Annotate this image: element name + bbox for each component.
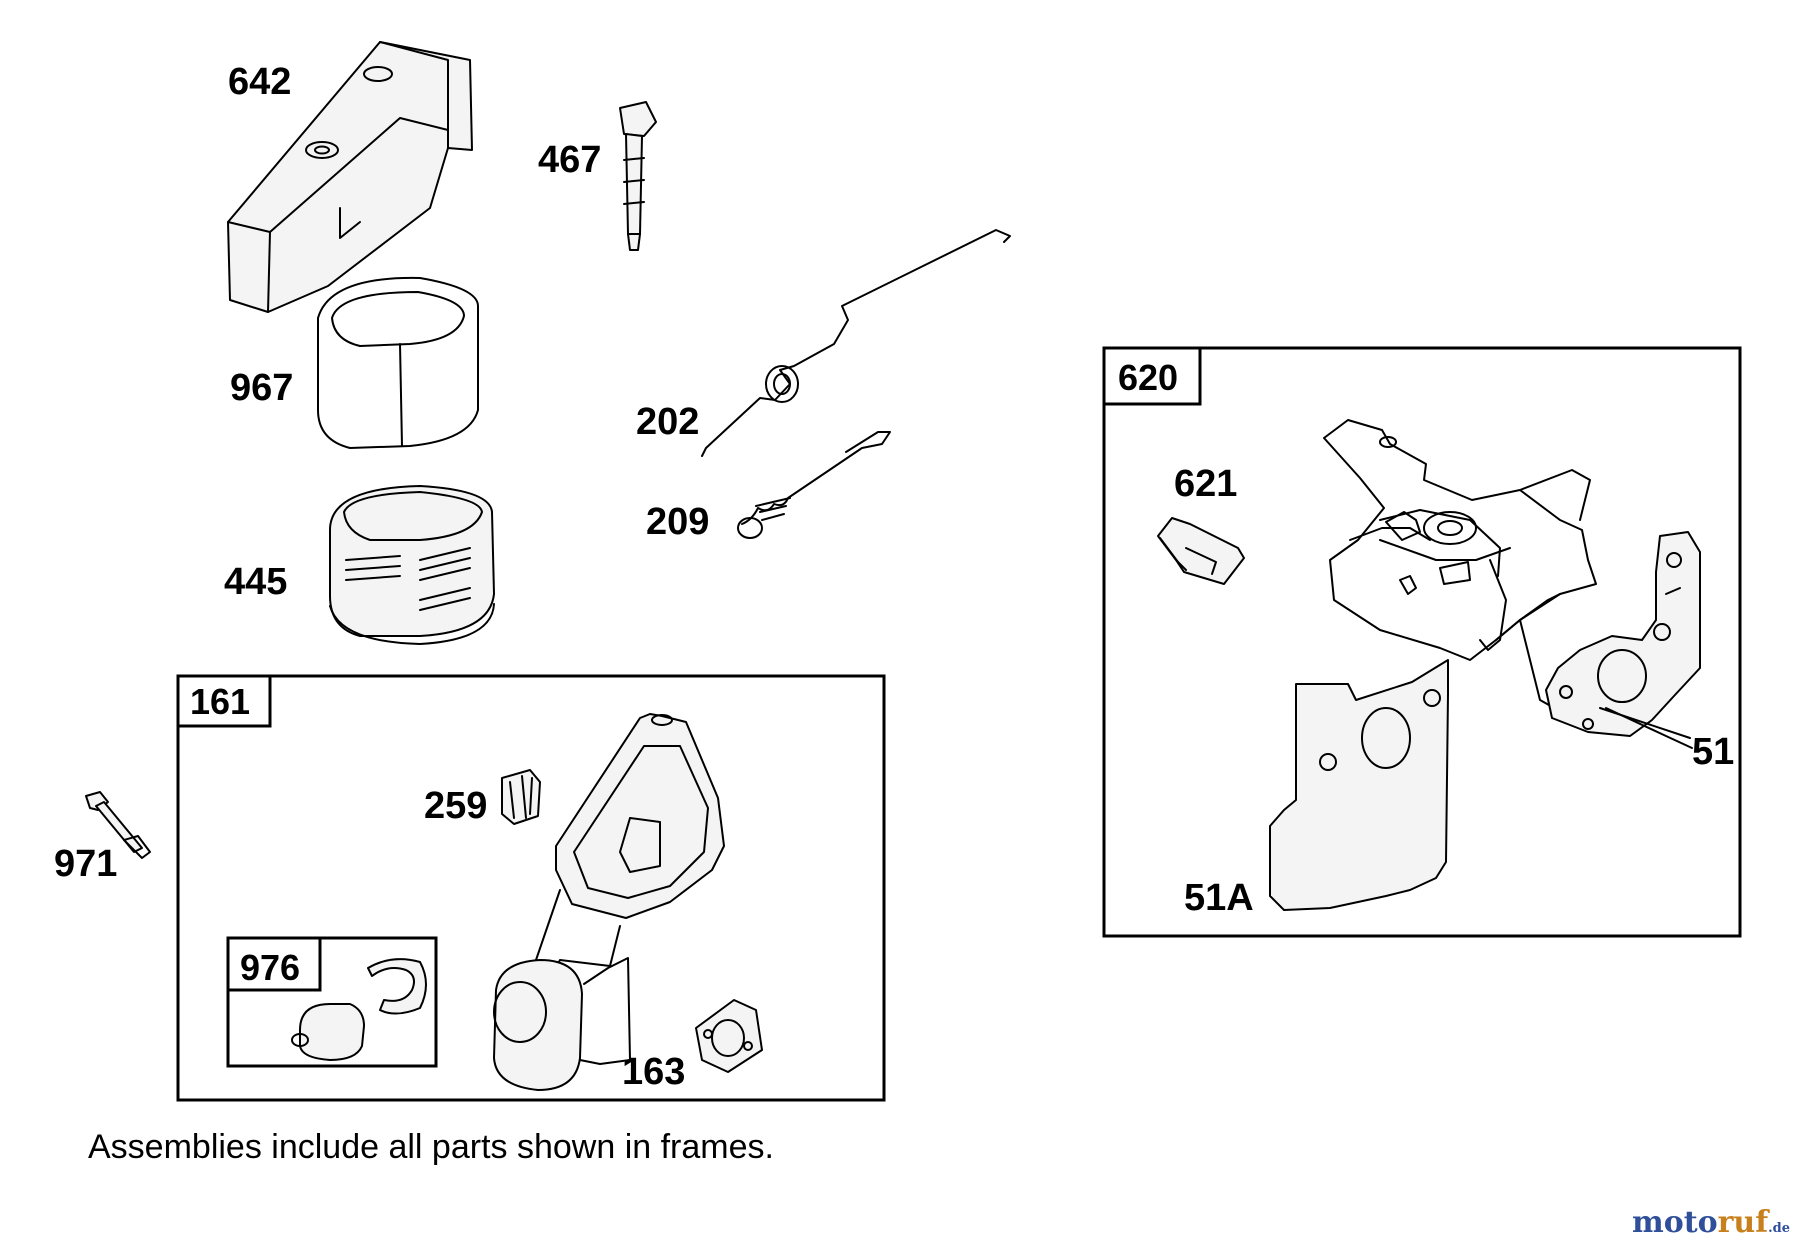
watermark-logo: motoruf.de	[1632, 1205, 1790, 1240]
label-967: 967	[230, 367, 293, 409]
assemblies-note: Assemblies include all parts shown in fr…	[88, 1128, 774, 1166]
label-642: 642	[228, 61, 291, 103]
control-bracket-620	[1323, 419, 1701, 749]
governor-link-202	[701, 229, 1011, 457]
label-163: 163	[622, 1051, 685, 1093]
frame-tag-620	[1102, 346, 1202, 406]
label-209: 209	[646, 501, 709, 543]
leader-line-51	[1599, 707, 1691, 739]
clip-621	[1157, 517, 1245, 585]
watermark-suffix: .de	[1768, 1221, 1790, 1236]
label-259: 259	[424, 785, 487, 827]
air-cleaner-base-161	[493, 713, 725, 1091]
label-467: 467	[538, 139, 601, 181]
watermark-part1: moto	[1631, 1205, 1718, 1240]
assembly-frame-976	[226, 936, 438, 1068]
governor-spring-209	[737, 431, 891, 539]
label-51a: 51A	[1184, 877, 1254, 919]
label-621: 621	[1174, 463, 1237, 505]
pre-cleaner-967	[317, 276, 479, 449]
fastener-467	[619, 101, 657, 251]
air-filter-445	[329, 485, 495, 645]
frame-tag-976	[226, 936, 322, 992]
fitting-259	[501, 769, 541, 825]
label-971: 971	[54, 843, 117, 885]
air-cleaner-cover-642	[227, 41, 473, 313]
assembly-frame-161	[176, 674, 886, 1102]
label-976: 976	[240, 947, 300, 988]
label-51: 51	[1692, 731, 1734, 773]
breather-976	[291, 958, 427, 1061]
label-445: 445	[224, 561, 287, 603]
label-202: 202	[636, 401, 699, 443]
gasket-plate-51a	[1269, 659, 1449, 911]
label-161: 161	[190, 681, 250, 722]
gasket-163	[695, 999, 763, 1073]
label-620: 620	[1118, 357, 1178, 398]
assembly-frame-620	[1102, 346, 1742, 938]
bolt-971	[85, 791, 151, 859]
frame-tag-161	[176, 674, 272, 728]
watermark-part2: ruf	[1717, 1205, 1769, 1240]
